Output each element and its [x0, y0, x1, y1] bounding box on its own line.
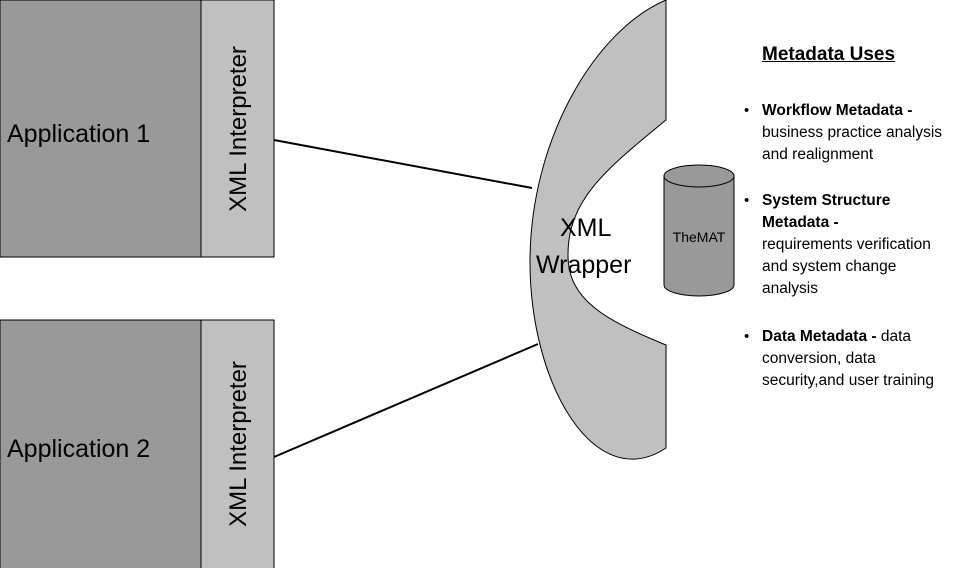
application-1: Application 1: [0, 0, 202, 258]
metadata-uses-panel: Metadata Uses • Workflow Metadata - busi…: [744, 44, 962, 392]
xml-interpreter-2-box: [200, 319, 275, 568]
xml-interpreter-2-label: XML Interpreter: [225, 361, 252, 527]
use-item-workflow: • Workflow Metadata - business practice …: [744, 100, 952, 166]
bullet-icon: •: [744, 192, 750, 209]
application-2-box: [0, 319, 202, 568]
xml-wrapper-line2: Wrapper: [536, 251, 631, 279]
bullet-icon: •: [744, 102, 750, 119]
application-2: Application 2: [0, 319, 202, 568]
database-label: TheMAT: [673, 229, 726, 245]
database-body: [663, 176, 735, 297]
use-item-text: data conversion, data security,and user …: [762, 328, 935, 389]
application-1-box: [0, 0, 202, 258]
use-item-text: requirements verification and system cha…: [762, 236, 931, 297]
metadata-uses-title: Metadata Uses: [762, 44, 896, 65]
xml-wrapper-line1: XML: [560, 214, 612, 242]
use-item-data: • Data Metadata - data conversion, data …: [744, 326, 952, 392]
application-1-label: Application 1: [7, 120, 150, 148]
application-2-label: Application 2: [7, 435, 150, 463]
use-item-text: business practice analysis and realignme…: [762, 124, 943, 163]
xml-interpreter-1: XML Interpreter: [200, 0, 275, 258]
bullet-icon: •: [744, 328, 750, 345]
xml-wrapper-shape: [529, 0, 667, 460]
xml-interpreter-2: XML Interpreter: [200, 319, 275, 568]
xml-interpreter-1-box: [200, 0, 275, 258]
connector-line-1: [273, 139, 533, 189]
use-item-system-structure: • System Structure Metadata - requiremen…: [744, 190, 952, 300]
xml-wrapper: XML Wrapper: [529, 0, 667, 460]
connector-line-2: [273, 343, 539, 458]
database-themat: TheMAT: [663, 164, 735, 297]
use-item-heading: Data Metadata -: [762, 328, 877, 345]
xml-interpreter-1-label: XML Interpreter: [225, 46, 252, 212]
use-item-heading: System Structure Metadata -: [762, 192, 891, 231]
use-item-heading: Workflow Metadata -: [762, 102, 913, 119]
database-top: [663, 164, 735, 188]
